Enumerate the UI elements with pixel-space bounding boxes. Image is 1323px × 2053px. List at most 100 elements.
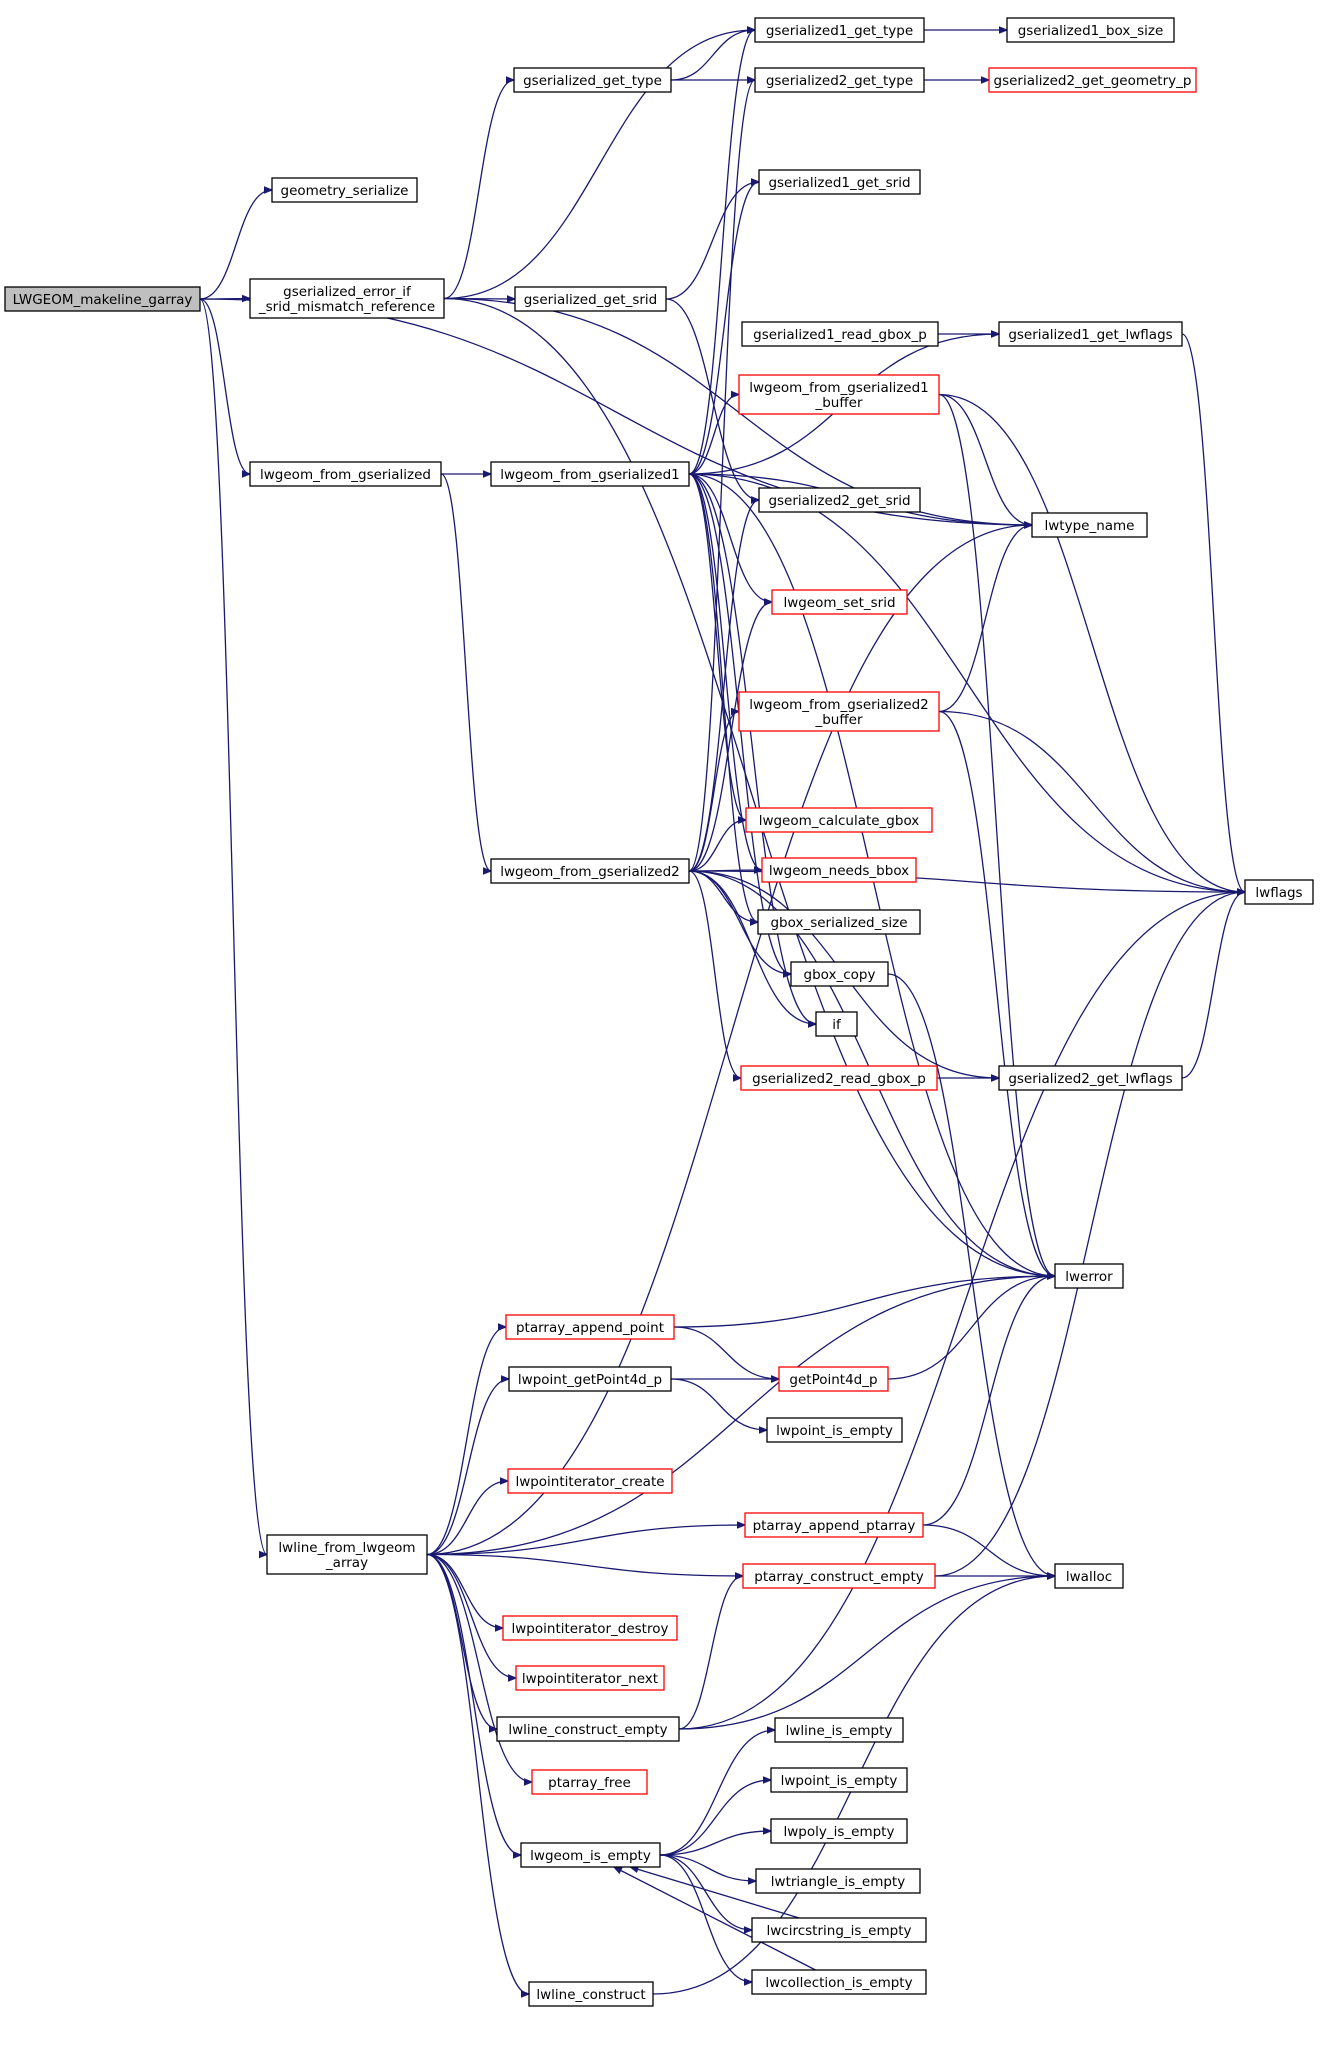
node-gserialized1-read-gbox-p[interactable]: gserialized1_read_gbox_p (741, 321, 939, 347)
node-lwerror[interactable]: lwerror (1054, 1263, 1124, 1289)
node-lwpointiterator-destroy[interactable]: lwpointiterator_destroy (502, 1615, 678, 1641)
node-box (815, 1011, 858, 1037)
node-box (507, 1468, 673, 1494)
node-gserialized-error-if-srid-mismatch-reference[interactable]: gserialized_error_if_srid_mismatch_refer… (249, 278, 445, 319)
node-box (528, 1981, 654, 2007)
node-gserialized1-get-srid[interactable]: gserialized1_get_srid (758, 169, 921, 195)
node-lwcollection-is-empty[interactable]: lwcollection_is_empty (751, 1969, 927, 1995)
node-lwgeom-from-gserialized2[interactable]: lwgeom_from_gserialized2 (490, 858, 690, 884)
node-lwpoly-is-empty[interactable]: lwpoly_is_empty (770, 1818, 908, 1844)
node-box (520, 1842, 661, 1868)
edge-ptarray-append-ptarray-to-lwalloc (922, 1524, 1055, 1576)
node-lwpoint-is-empty-a[interactable]: lwpoint_is_empty (766, 1417, 903, 1443)
node-lwgeom-from-gserialized1[interactable]: lwgeom_from_gserialized1 (490, 461, 690, 487)
node-gserialized2-get-lwflags[interactable]: gserialized2_get_lwflags (998, 1065, 1183, 1091)
node-lwtype-name[interactable]: lwtype_name (1031, 512, 1148, 538)
node-gserialized2-get-type[interactable]: gserialized2_get_type (754, 67, 925, 93)
node-lwgeom-needs-bbox[interactable]: lwgeom_needs_bbox (761, 857, 917, 883)
node-lwgeom-from-gserialized1-buffer[interactable]: lwgeom_from_gserialized1_buffer (738, 374, 940, 415)
node-label: lwgeom_set_srid (783, 595, 895, 611)
node-ptarray-free[interactable]: ptarray_free (531, 1769, 648, 1795)
node-label: gserialized_error_if (283, 284, 412, 300)
node-label: lwpoly_is_empty (784, 1824, 895, 1840)
node-label: gserialized1_get_srid (768, 175, 910, 191)
edge-lwline-construct-empty-to-lwalloc (678, 1576, 1055, 1730)
node-box (758, 487, 921, 513)
node-lwflags[interactable]: lwflags (1244, 879, 1314, 905)
node-box (770, 1818, 908, 1844)
node-box (513, 67, 672, 93)
node-lwalloc[interactable]: lwalloc (1054, 1563, 1124, 1589)
node-lwgeom-from-gserialized[interactable]: lwgeom_from_gserialized (249, 461, 442, 487)
node-gserialized1-get-type[interactable]: gserialized1_get_type (754, 17, 925, 43)
node-label: lwpoint_is_empty (776, 1423, 893, 1439)
node-lwgeom-is-empty[interactable]: lwgeom_is_empty (520, 1842, 661, 1868)
node-box (1054, 1563, 1124, 1589)
node-label: gbox_copy (804, 967, 876, 983)
node-lwgeom-set-srid[interactable]: lwgeom_set_srid (771, 589, 908, 615)
node-getpoint4d-p[interactable]: getPoint4d_p (778, 1366, 889, 1392)
node-gserialized2-get-srid[interactable]: gserialized2_get_srid (758, 487, 921, 513)
node-lwcircstring-is-empty[interactable]: lwcircstring_is_empty (751, 1917, 927, 1943)
node-label: lwgeom_from_gserialized1 (500, 467, 680, 483)
node-lwpointiterator-next[interactable]: lwpointiterator_next (515, 1665, 665, 1691)
node-gserialized2-get-geometry-p[interactable]: gserialized2_get_geometry_p (988, 67, 1197, 93)
node-label: lwpoint_is_empty (781, 1773, 898, 1789)
node-label: lwcircstring_is_empty (767, 1923, 912, 1939)
node-gserialized1-get-lwflags[interactable]: gserialized1_get_lwflags (998, 321, 1183, 347)
node-box (778, 1366, 889, 1392)
node-lwline-construct[interactable]: lwline_construct (528, 1981, 654, 2007)
node-label: lwgeom_is_empty (530, 1848, 651, 1864)
node-geometry-serialize[interactable]: geometry_serialize (271, 177, 418, 203)
edge-lwline-from-lwgeom-array-to-ptarray-append-point (426, 1327, 506, 1556)
node-root[interactable]: LWGEOM_makeline_garray (4, 286, 201, 312)
node-gbox-copy[interactable]: gbox_copy (790, 961, 889, 987)
node-gserialized-get-srid[interactable]: gserialized_get_srid (514, 286, 667, 312)
node-label: gserialized_get_srid (524, 292, 658, 308)
edge-ptarray-append-point-to-getpoint4d-p (673, 1326, 779, 1379)
node-box (496, 1716, 680, 1742)
node-gbox-serialized-size[interactable]: gbox_serialized_size (757, 909, 921, 935)
node-label: LWGEOM_makeline_garray (13, 292, 193, 308)
node-if[interactable]: if (815, 1011, 858, 1037)
node-lwpointiterator-create[interactable]: lwpointiterator_create (507, 1468, 673, 1494)
node-label: gserialized_get_type (523, 73, 662, 89)
node-gserialized2-read-gbox-p[interactable]: gserialized2_read_gbox_p (740, 1065, 938, 1091)
node-ptarray-append-ptarray[interactable]: ptarray_append_ptarray (744, 1512, 924, 1538)
edge-lwgeom-from-gserialized1-to-gbox-serialized-size (688, 473, 758, 922)
node-box (490, 461, 690, 487)
node-box (761, 857, 917, 883)
node-lwgeom-calculate-gbox[interactable]: lwgeom_calculate_gbox (745, 807, 933, 833)
node-box (249, 461, 442, 487)
node-ptarray-construct-empty[interactable]: ptarray_construct_empty (742, 1563, 936, 1589)
node-box (508, 1366, 672, 1392)
edge-lwline-from-lwgeom-array-to-ptarray-free (426, 1553, 532, 1783)
node-box (490, 858, 690, 884)
node-lwgeom-from-gserialized2-buffer[interactable]: lwgeom_from_gserialized2_buffer (738, 691, 940, 732)
node-lwline-from-lwgeom-array[interactable]: lwline_from_lwgeom_array (266, 1534, 428, 1575)
node-label: lwgeom_calculate_gbox (759, 813, 920, 829)
node-box (1244, 879, 1314, 905)
node-box (766, 1417, 903, 1443)
edge-ptarray-append-point-to-lwerror (673, 1276, 1055, 1328)
node-lwline-construct-empty[interactable]: lwline_construct_empty (496, 1716, 680, 1742)
node-label: gserialized1_read_gbox_p (753, 327, 927, 343)
node-lwpoint-getpoint4d-p[interactable]: lwpoint_getPoint4d_p (508, 1366, 672, 1392)
node-ptarray-append-point[interactable]: ptarray_append_point (505, 1314, 675, 1340)
edge-lwgeom-from-gserialized2-to-lwgeom-calculate-gbox (688, 820, 746, 872)
node-label: lwtype_name (1045, 518, 1135, 534)
node-box (790, 961, 889, 987)
node-label: lwline_is_empty (786, 1723, 893, 1739)
node-gserialized-get-type[interactable]: gserialized_get_type (513, 67, 672, 93)
node-label: lwalloc (1066, 1569, 1112, 1585)
edge-lwgeom-from-gserialized2-to-gserialized2-read-gbox-p (688, 870, 741, 1078)
node-lwpoint-is-empty-b[interactable]: lwpoint_is_empty (770, 1767, 908, 1793)
node-gserialized1-box-size[interactable]: gserialized1_box_size (1006, 17, 1175, 43)
node-box (754, 67, 925, 93)
node-lwtriangle-is-empty[interactable]: lwtriangle_is_empty (755, 1868, 921, 1894)
edge-gserialized-error-if-srid-mismatch-reference-to-lwerror (443, 297, 1055, 1277)
node-lwline-is-empty[interactable]: lwline_is_empty (774, 1717, 904, 1743)
node-label: lwcollection_is_empty (765, 1975, 912, 1991)
edge-lwcollection-is-empty-to-lwgeom-is-empty (614, 1867, 816, 1971)
edge-lwline-from-lwgeom-array-to-lwerror (426, 1276, 1055, 1556)
